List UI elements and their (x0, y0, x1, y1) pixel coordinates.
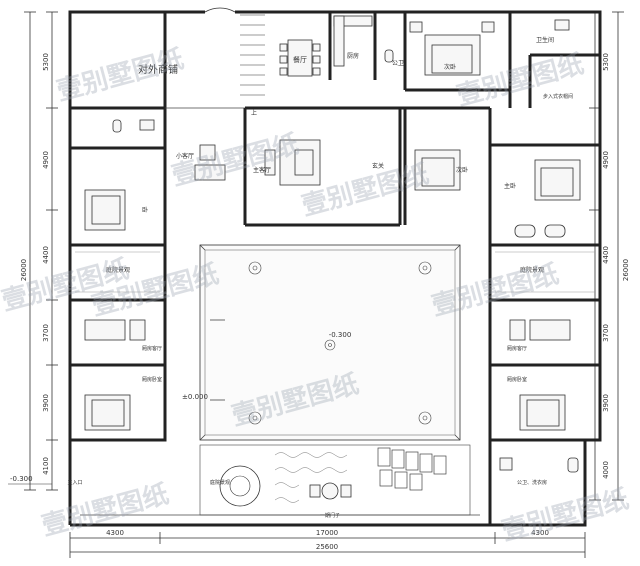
dim-right-2: 4900 (602, 151, 610, 169)
dim-left-2: 4900 (42, 151, 50, 169)
watermark-10: 壹别墅图纸 (498, 483, 632, 547)
label-bottom-landscape: 庭院景观 (210, 479, 230, 486)
room-labels: 对外商铺 餐厅 厨房 公卫 次卧 卫生间 步入式衣帽间 小客厅 主客厅 玄关 次… (67, 36, 573, 519)
label-bedroom-top: 次卧 (444, 63, 456, 71)
label-left-garden: 庭院景观 (106, 266, 130, 274)
dim-bottom-right: 4300 (531, 529, 549, 537)
label-up: 上 (251, 109, 257, 117)
dim-left-1: 5300 (42, 53, 50, 71)
dim-left-6: 4100 (42, 457, 50, 475)
dim-right-1: 5300 (602, 53, 610, 71)
furniture (84, 7, 581, 473)
label-ground-level: ±0.000 (182, 393, 208, 401)
dim-left-5: 3900 (42, 394, 50, 412)
label-left-wing-bedroom: 厢房卧室 (142, 376, 162, 383)
label-entrance: 主入口 (67, 479, 82, 486)
bottom-landscape (199, 444, 471, 516)
walls (68, 10, 602, 527)
outside-level: -0.300 (10, 475, 33, 483)
watermark-1: 壹别墅图纸 (53, 43, 187, 107)
label-main-living: 主客厅 (253, 166, 271, 174)
label-small-living: 小客厅 (176, 152, 194, 160)
label-courtyard-level: -0.300 (329, 331, 352, 339)
label-left-wing-living: 厢房客厅 (142, 345, 162, 352)
dim-right-5: 3900 (602, 394, 610, 412)
label-shop: 对外商铺 (138, 63, 178, 76)
label-foyer: 玄关 (372, 162, 384, 170)
label-dining: 餐厅 (293, 55, 307, 64)
label-public-wc: 公卫 (392, 60, 404, 67)
dim-bottom-total: 25600 (316, 543, 338, 551)
label-right-wing-living: 厢房客厅 (507, 345, 527, 352)
dim-right-6: 4000 (602, 461, 610, 479)
dim-right-total: 26000 (622, 259, 630, 281)
label-right-wing-bedroom: 厢房卧室 (507, 376, 527, 383)
gardens (75, 251, 595, 293)
label-gate: 一期门子 (320, 512, 340, 519)
label-kitchen: 厨房 (347, 52, 359, 60)
dim-right-3: 4400 (602, 246, 610, 264)
label-master: 主卧 (504, 182, 516, 190)
dimension-lines (8, 11, 624, 558)
label-bedroom-left: 卧 (142, 206, 148, 214)
dim-right-4: 3700 (602, 324, 610, 342)
courtyard (199, 244, 461, 441)
label-bath-top: 卫生间 (536, 36, 554, 44)
dim-left-4: 3700 (42, 324, 50, 342)
label-right-bottom-wc: 公卫、洗衣房 (517, 479, 547, 486)
dim-left-total: 26000 (20, 259, 28, 281)
dim-bottom-mid: 17000 (316, 529, 338, 537)
dimension-labels: 5300 4900 4400 3700 3900 4100 26000 5300… (10, 53, 630, 551)
dim-left-3: 4400 (42, 246, 50, 264)
label-right-garden: 庭院景观 (520, 266, 544, 274)
dim-bottom-left: 4300 (106, 529, 124, 537)
label-walk-in: 步入式衣帽间 (543, 93, 573, 100)
label-bedroom-mid: 次卧 (456, 166, 468, 174)
